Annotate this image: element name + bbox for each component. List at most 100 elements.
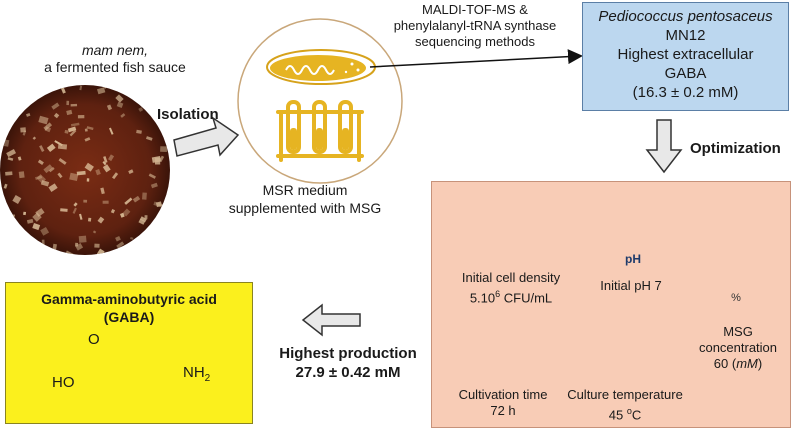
cell-density-condition: Initial cell density 5.106 CFU/mL: [441, 270, 581, 306]
sauce-fleck: [32, 222, 41, 231]
sauce-fleck: [52, 243, 57, 250]
cultivation-value: 72 h: [490, 403, 516, 418]
sauce-fleck: [86, 178, 90, 182]
sauce-fleck: [46, 143, 56, 152]
msg-value-unit: mM: [736, 356, 758, 371]
sauce-fleck: [115, 235, 121, 242]
msr-caption: MSR medium supplemented with MSG: [205, 181, 405, 217]
sauce-fleck: [37, 159, 44, 165]
gaba-line2: (GABA): [103, 309, 155, 325]
sauce-fleck: [51, 251, 59, 255]
temperature-unit: C: [631, 407, 642, 423]
sauce-fleck: [54, 140, 63, 147]
sauce-fleck: [153, 201, 163, 208]
strain-line2: GABA: [664, 65, 707, 82]
sauce-fleck: [117, 85, 123, 91]
sauce-fleck: [94, 243, 100, 248]
sauce-fleck: [138, 218, 146, 225]
optimization-label: Optimization: [690, 140, 781, 157]
sauce-fleck: [103, 156, 108, 163]
msg-value-post: ): [757, 356, 763, 371]
sauce-fleck: [169, 182, 170, 186]
sauce-fleck: [146, 136, 153, 141]
msr-line1: MSR medium: [262, 182, 348, 198]
sauce-fleck: [26, 218, 34, 224]
sauce-fleck: [5, 171, 13, 176]
sauce-fleck: [60, 208, 68, 212]
sauce-fleck: [162, 122, 170, 131]
gaba-atom-ho: HO: [52, 374, 75, 391]
sauce-fleck: [70, 122, 80, 127]
msg-value-pre: 60 (: [713, 356, 737, 371]
sauce-fleck: [4, 222, 13, 232]
sauce-fleck: [79, 85, 83, 91]
gaba-line1: Gamma-aminobutyric acid: [41, 291, 217, 307]
sauce-fleck: [138, 107, 144, 112]
sauce-fleck: [142, 192, 147, 200]
sauce-fleck: [58, 157, 67, 165]
sauce-fleck: [27, 93, 36, 101]
sauce-fleck: [53, 112, 60, 119]
gaba-title: Gamma-aminobutyric acid (GABA): [5, 290, 253, 326]
cell-density-value: 5.106 CFU/mL: [441, 286, 581, 306]
sauce-fleck: [120, 113, 126, 118]
sauce-fleck: [34, 175, 43, 180]
cell-density-label: Initial cell density: [461, 270, 561, 285]
sauce-fleck: [41, 239, 45, 247]
sauce-fleck: [66, 100, 70, 106]
sauce-fleck: [115, 94, 124, 103]
sauce-fleck: [100, 187, 105, 195]
sauce-fleck: [57, 172, 63, 179]
sauce-fleck: [77, 114, 85, 119]
sauce-fleck: [30, 257, 37, 261]
strain-species: Pediococcus pentosaceus: [598, 8, 773, 25]
sauce-fleck: [155, 201, 163, 208]
cell-density-base: 5.10: [469, 290, 496, 306]
msr-medium-illustration: [237, 18, 403, 184]
temperature-condition: Culture temperature 45 oC: [560, 387, 690, 423]
sauce-fleck: [120, 212, 125, 218]
sauce-fleck: [20, 87, 30, 95]
sauce-fleck: [3, 183, 8, 189]
initial-ph-condition: Initial pH 7: [600, 278, 662, 293]
sauce-fleck: [128, 244, 137, 253]
sauce-fleck: [52, 258, 56, 262]
sauce-fleck: [6, 149, 17, 158]
sauce-fleck: [72, 207, 77, 214]
strain-value: (16.3 ± 0.2 mM): [632, 84, 739, 101]
identification-methods: MALDI-TOF-MS & phenylalanyl-tRNA synthas…: [360, 2, 590, 50]
production-line2: 27.9 ± 0.42 mM: [295, 364, 401, 381]
cell-density-unit: CFU/mL: [500, 290, 553, 306]
sauce-fleck: [70, 103, 78, 107]
sauce-fleck: [139, 216, 147, 223]
sauce-caption: mam nem, a fermented fish sauce: [20, 42, 210, 76]
sauce-fleck: [136, 129, 142, 134]
sauce-fleck: [146, 254, 154, 255]
sauce-fleck: [108, 127, 114, 135]
sauce-fleck: [32, 136, 37, 140]
sauce-fleck: [36, 174, 46, 184]
sauce-fleck: [102, 200, 109, 204]
cell-density-exp: 6: [495, 289, 501, 299]
sauce-fleck: [87, 217, 92, 222]
gaba-box: [5, 282, 253, 424]
gaba-atom-nh: NH: [183, 364, 205, 381]
sauce-fleck: [47, 252, 51, 255]
sauce-fleck: [151, 156, 161, 163]
msg-label: MSG concentration: [698, 324, 778, 355]
sauce-fleck: [51, 102, 60, 110]
sauce-fleck: [84, 162, 94, 172]
optimization-arrow: [645, 119, 683, 174]
fish-sauce-photo: [0, 85, 170, 266]
sauce-fleck: [26, 113, 31, 117]
sauce-fleck: [48, 183, 58, 193]
production-arrow: [301, 303, 361, 337]
sauce-fleck: [111, 172, 119, 180]
sauce-fleck: [18, 171, 25, 179]
sauce-fleck: [32, 212, 42, 222]
percent-icon-text: %: [731, 292, 741, 304]
sauce-fleck: [94, 258, 103, 266]
sauce-fleck: [83, 199, 88, 203]
temperature-label: Culture temperature: [567, 387, 683, 402]
gaba-atom-nh2: NH2: [183, 364, 210, 384]
